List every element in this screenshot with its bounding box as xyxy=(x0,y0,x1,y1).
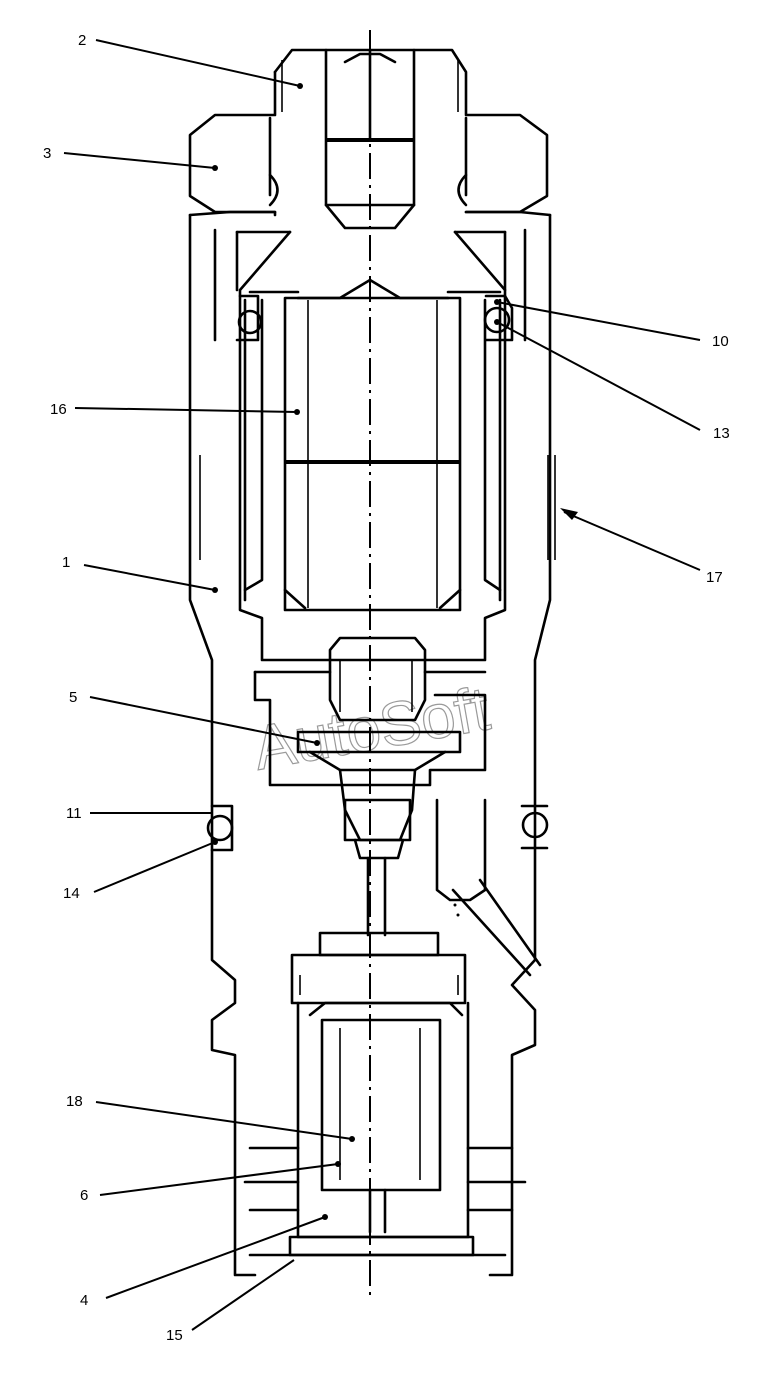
callout-1: 1 xyxy=(62,554,70,571)
callout-18: 18 xyxy=(66,1093,83,1110)
top-nut xyxy=(188,48,549,214)
callout-6: 6 xyxy=(80,1187,88,1204)
nozzle-spring-seat xyxy=(338,768,417,937)
callout-14: 14 xyxy=(63,885,80,902)
callout-5: 5 xyxy=(69,689,77,706)
callout-3: 3 xyxy=(43,145,51,162)
callout-labels: 2 3 10 16 13 1 17 5 11 14 18 6 4 15 xyxy=(43,32,730,1344)
callout-16: 16 xyxy=(50,401,67,418)
callout-17: 17 xyxy=(706,569,723,586)
main-body xyxy=(188,210,556,1277)
lower-seal-ring xyxy=(206,804,549,852)
watermark: AutoSoft xyxy=(248,674,494,783)
callout-13: 13 xyxy=(713,425,730,442)
solenoid-cylinder xyxy=(283,296,462,612)
upper-seal-ring xyxy=(235,294,514,342)
inner-chamber xyxy=(238,230,507,662)
callout-leaders xyxy=(63,39,701,1331)
upper-stem xyxy=(268,48,468,230)
callout-2: 2 xyxy=(78,32,86,49)
lower-nozzle-body xyxy=(243,931,527,1257)
fuel-passage xyxy=(435,798,542,977)
disk xyxy=(296,730,462,772)
callout-10: 10 xyxy=(712,333,729,350)
valve-stem xyxy=(253,636,487,787)
callout-15: 15 xyxy=(166,1327,183,1344)
callout-4: 4 xyxy=(80,1292,88,1309)
callout-11: 11 xyxy=(66,805,82,822)
